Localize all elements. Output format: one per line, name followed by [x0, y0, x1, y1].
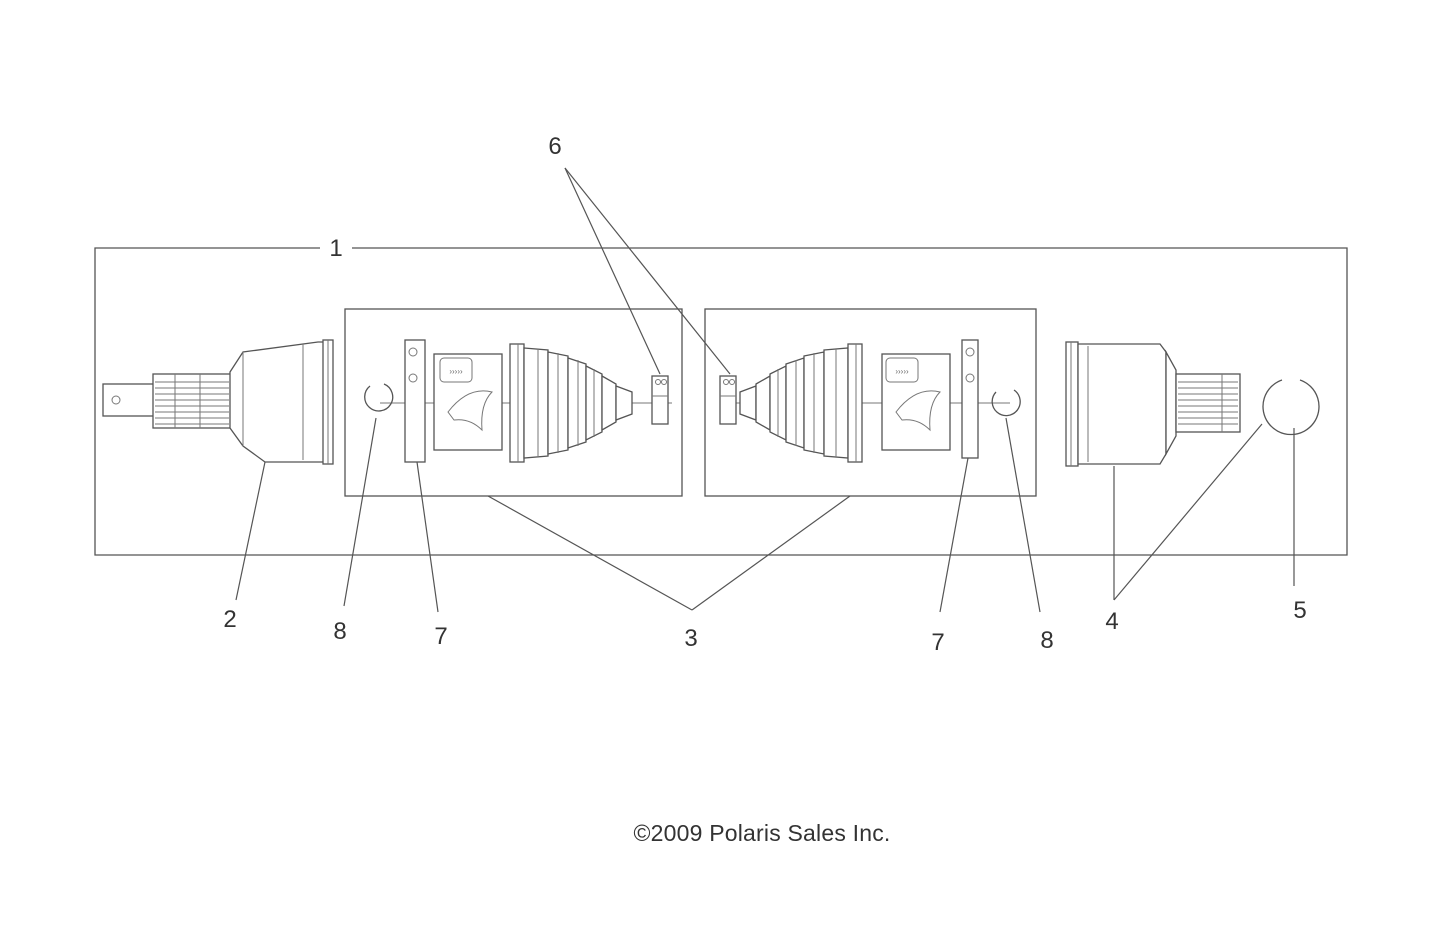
callout-7-right: 7 [931, 629, 944, 656]
svg-text:›››››: ››››› [449, 367, 463, 376]
svg-text:›››››: ››››› [895, 367, 909, 376]
callout-8-left: 8 [333, 618, 346, 645]
callout-8-right: 8 [1040, 627, 1053, 654]
inner-cv-joint-part [1065, 341, 1241, 467]
callout-6: 6 [548, 133, 561, 160]
boot-kit-left: ››››› [344, 308, 683, 497]
callout-4: 4 [1105, 608, 1118, 635]
callout-5: 5 [1293, 597, 1306, 624]
callout-2: 2 [223, 606, 236, 633]
outer-cv-joint-part [102, 339, 334, 465]
boot-kit-right: ››››› [704, 308, 1037, 497]
assembly-frame [94, 247, 1348, 556]
callout-3: 3 [684, 625, 697, 652]
circlip-part [1262, 379, 1320, 436]
copyright-notice: ©2009 Polaris Sales Inc. [633, 820, 891, 846]
callout-1: 1 [329, 235, 342, 262]
callout-7-left: 7 [434, 623, 447, 650]
leader-lines [235, 167, 1295, 613]
callout-labels: 1 6 2 8 7 3 7 8 4 5 [223, 133, 1306, 656]
